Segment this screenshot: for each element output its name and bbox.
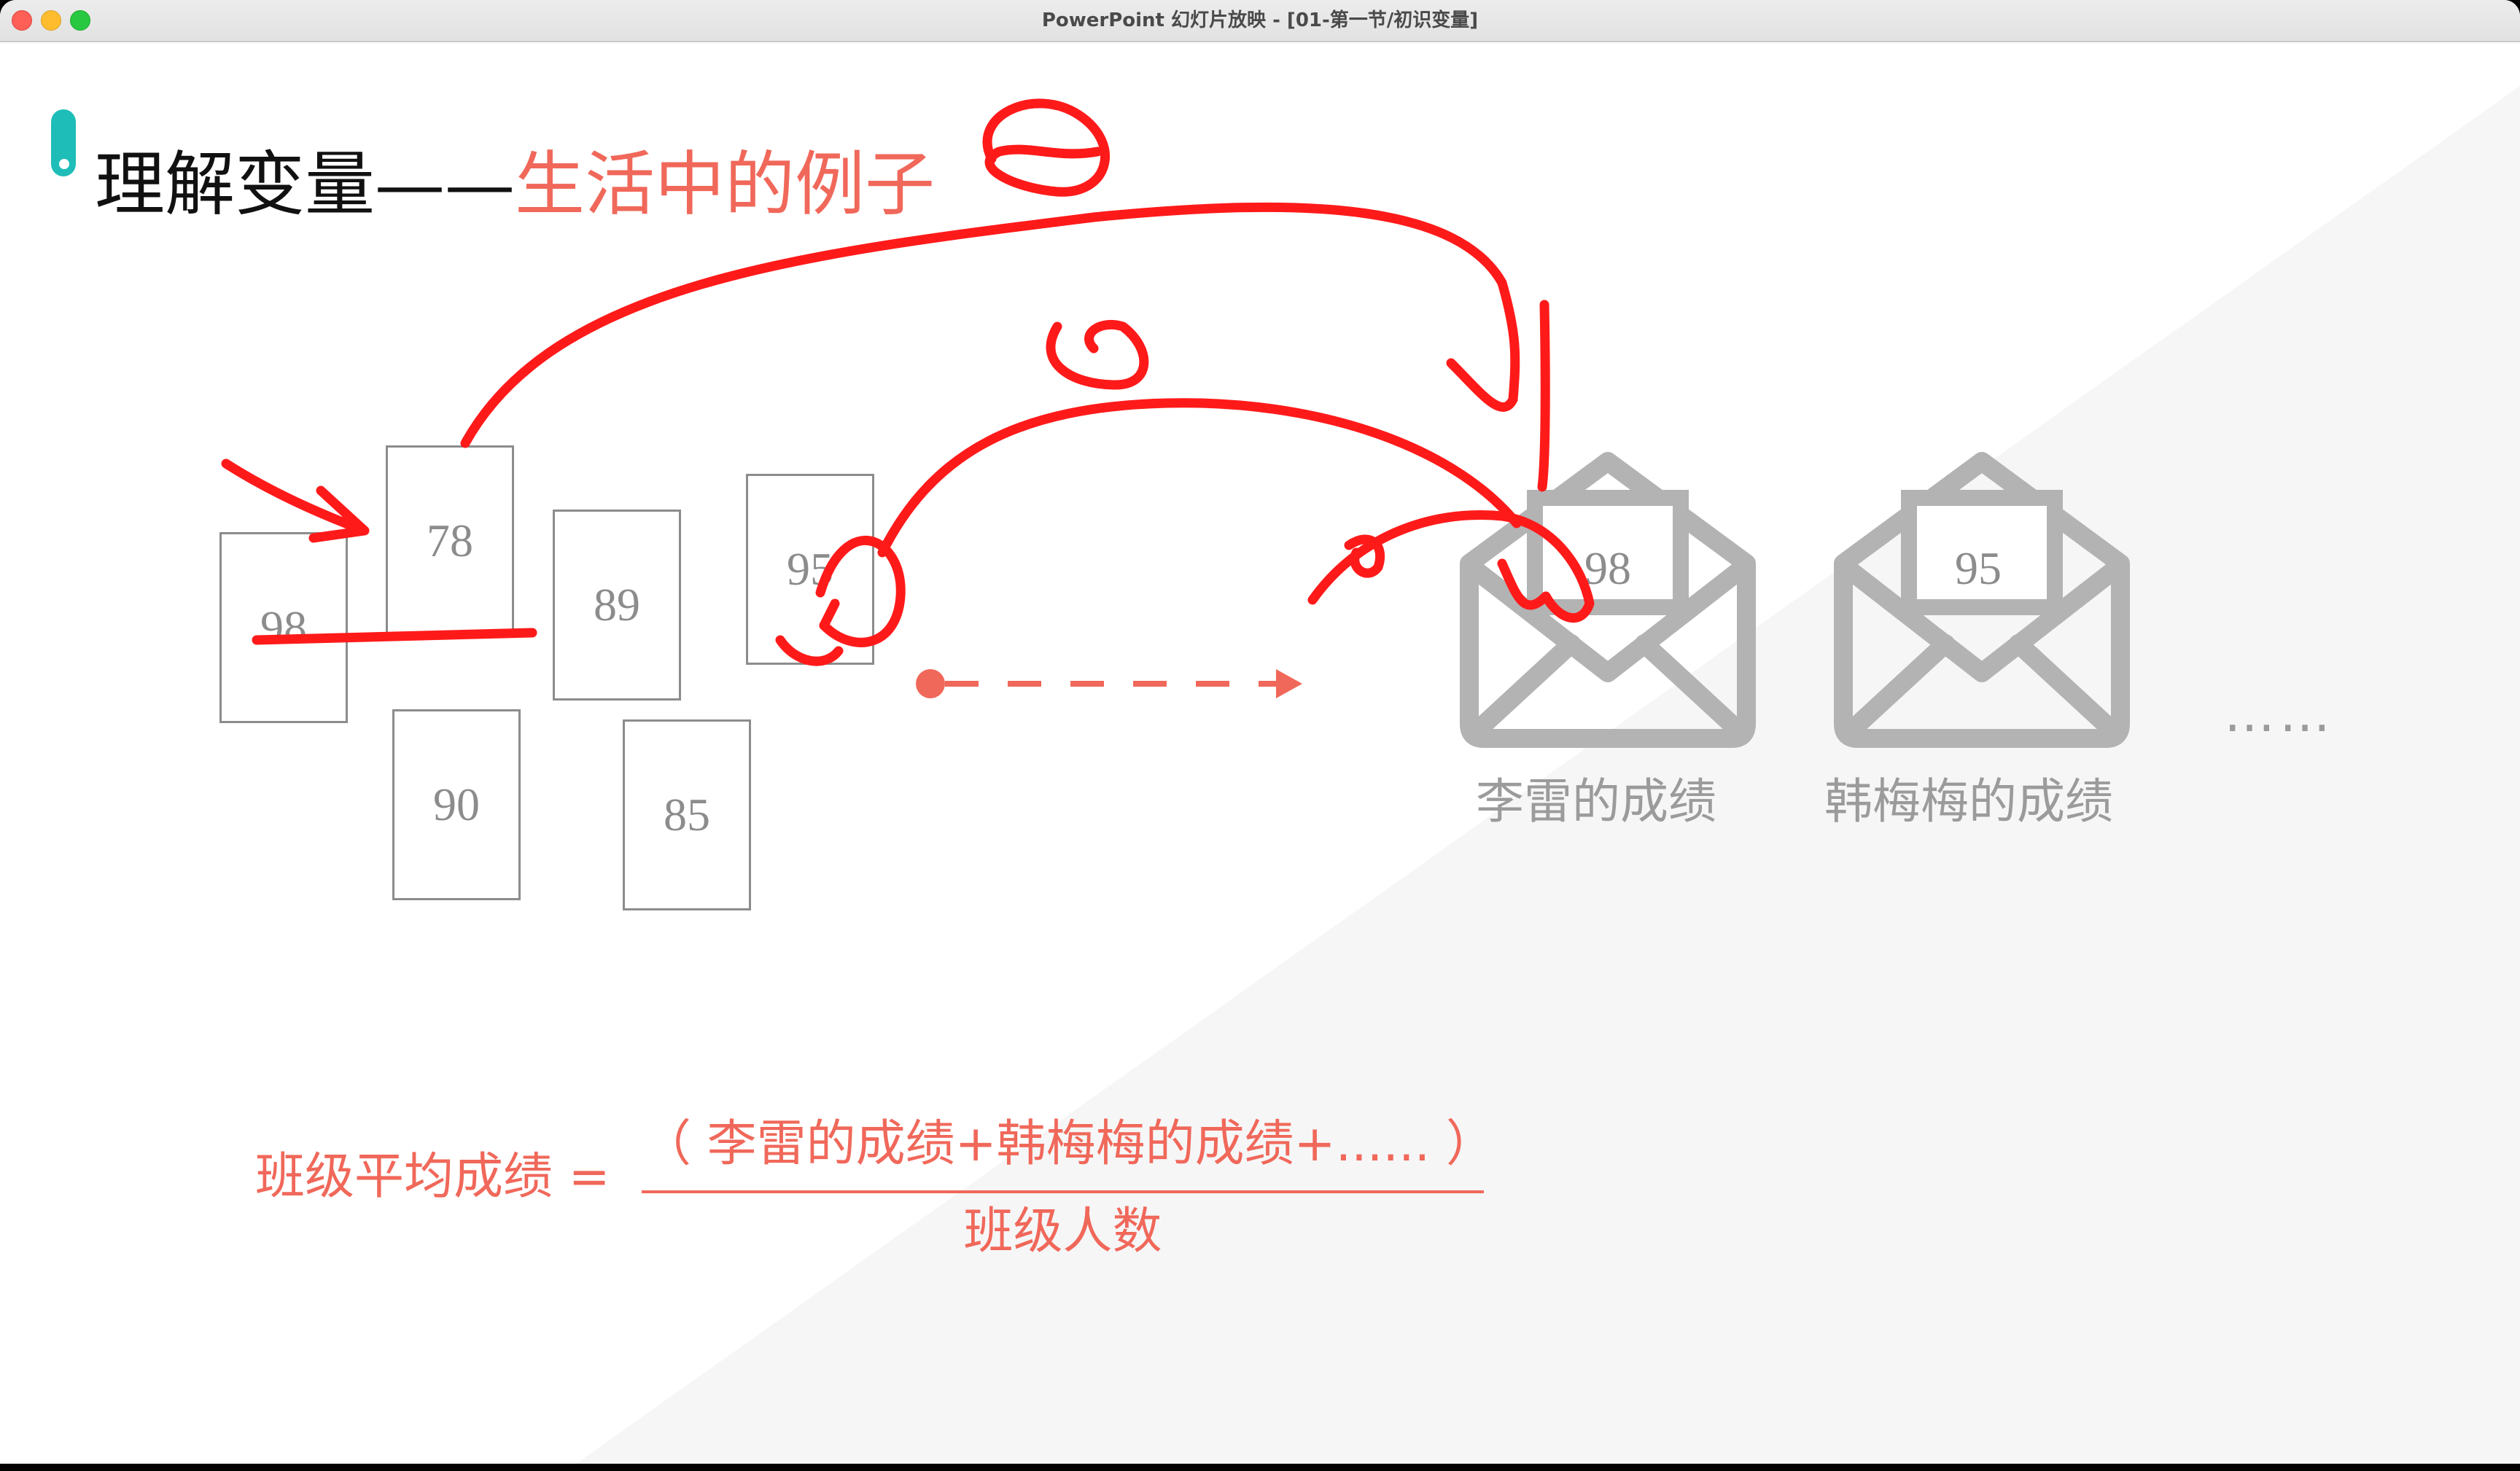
score-card: 78 xyxy=(386,445,514,636)
envelope-value: 98 xyxy=(1584,542,1631,594)
formula-numerator: （ 李雷的成绩+韩梅梅的成绩+...... ） xyxy=(642,1115,1496,1173)
slide-canvas[interactable]: 理解变量——生活中的例子 98 78 89 95 90 85 98 李雷的成绩 … xyxy=(0,42,2520,1464)
formula-denominator: 班级人数 xyxy=(963,1203,1162,1260)
window-title: PowerPoint 幻灯片放映 - [01-第一节/初识变量] xyxy=(1041,9,1479,31)
envelope-open-icon xyxy=(1460,452,1756,748)
title-bar: PowerPoint 幻灯片放映 - [01-第一节/初识变量] xyxy=(0,0,2520,42)
close-window-button[interactable] xyxy=(12,10,32,31)
fraction-line xyxy=(642,1190,1484,1193)
envelope-caption: 韩梅梅的成绩 xyxy=(1824,773,2113,830)
score-card: 90 xyxy=(392,709,521,900)
formula-left-side: 班级平均成绩 = xyxy=(255,1148,610,1206)
score-card: 85 xyxy=(623,719,751,910)
score-card: 95 xyxy=(746,474,874,665)
slide-title-sub: 生活中的例子 xyxy=(515,144,935,225)
envelope-caption: 李雷的成绩 xyxy=(1476,773,1716,830)
maximize-window-button[interactable] xyxy=(70,10,90,31)
more-ellipsis: …… xyxy=(2224,684,2335,744)
slide-title: 理解变量——生活中的例子 xyxy=(95,137,935,232)
slide-background xyxy=(576,86,2520,1464)
envelope-value: 95 xyxy=(1955,542,2002,594)
minimize-window-button[interactable] xyxy=(41,10,61,31)
envelope-open-icon xyxy=(1834,452,2130,748)
score-card: 98 xyxy=(219,532,348,723)
slide-title-main: 理解变量—— xyxy=(95,144,515,225)
score-card: 89 xyxy=(553,510,681,701)
bullet-dot xyxy=(59,159,69,169)
